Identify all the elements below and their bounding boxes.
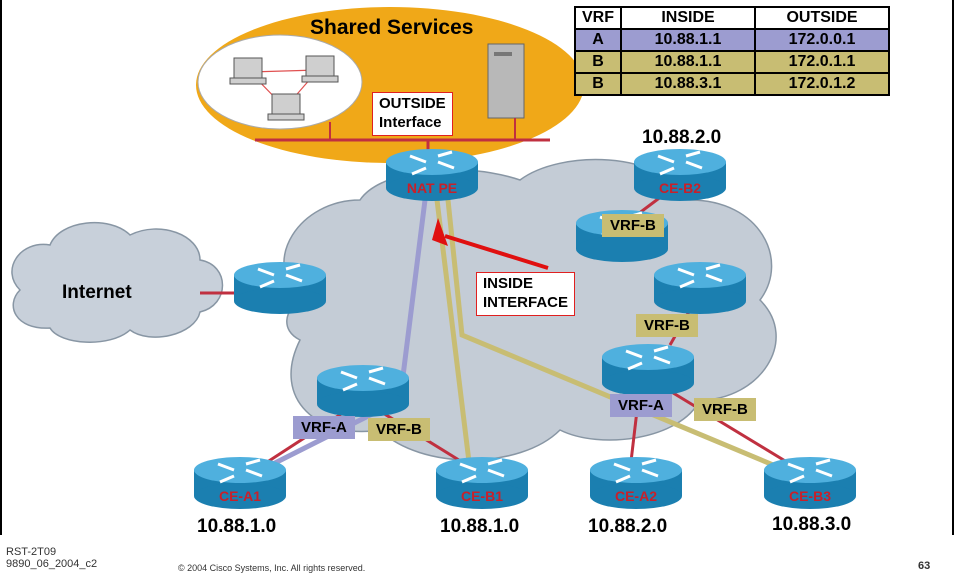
- table-row: B 10.88.1.1 172.0.1.1: [574, 50, 890, 74]
- footer-copyright: © 2004 Cisco Systems, Inc. All rights re…: [178, 563, 366, 573]
- router-pe-b-mid: [652, 260, 748, 316]
- internet-cloud: [11, 222, 224, 343]
- vrf-a-tag-right: VRF-A: [610, 394, 672, 417]
- cell-vrf: B: [574, 72, 622, 96]
- vrf-b-tag-right: VRF-B: [694, 398, 756, 421]
- cell-inside: 10.88.3.1: [620, 72, 756, 96]
- inside-label-line1: INSIDE: [483, 275, 534, 292]
- router-pe-left: [315, 363, 411, 419]
- cell-outside: 172.0.1.2: [754, 72, 890, 96]
- outside-label-line1: OUTSIDE: [379, 95, 446, 112]
- vrf-a-tag-left: VRF-A: [293, 416, 355, 439]
- vrf-b-tag-top: VRF-B: [602, 214, 664, 237]
- header-vrf: VRF: [574, 6, 622, 30]
- header-inside: INSIDE: [620, 6, 756, 30]
- footer-code: RST-2T09 9890_06_2004_c2: [6, 546, 97, 570]
- table-row: A 10.88.1.1 172.0.0.1: [574, 28, 890, 52]
- cell-outside: 172.0.1.1: [754, 50, 890, 74]
- table-row: B 10.88.3.1 172.0.1.2: [574, 72, 890, 96]
- router-pe-right: [600, 342, 696, 398]
- subnet-ce-a1: 10.88.1.0: [197, 516, 277, 537]
- nat-table-header: VRF INSIDE OUTSIDE: [574, 6, 890, 30]
- nat-table: VRF INSIDE OUTSIDE A 10.88.1.1 172.0.0.1…: [574, 6, 890, 96]
- subnet-ce-a2: 10.88.2.0: [588, 516, 668, 537]
- router-label-ce-b2: CE-B2: [658, 180, 701, 196]
- router-label-ce-a1: CE-A1: [218, 488, 261, 504]
- subnet-ce-b1: 10.88.1.0: [440, 516, 520, 537]
- header-outside: OUTSIDE: [754, 6, 890, 30]
- router-label-nat-pe: NAT PE: [406, 180, 458, 196]
- router-label-ce-b1: CE-B1: [460, 488, 503, 504]
- footer-code-line2: 9890_06_2004_c2: [6, 558, 98, 570]
- cell-inside: 10.88.1.1: [620, 28, 756, 52]
- subnet-top-right: 10.88.2.0: [642, 127, 722, 148]
- cell-vrf: A: [574, 28, 622, 52]
- router-label-ce-a2: CE-A2: [614, 488, 657, 504]
- outside-label-line2: Interface: [379, 113, 442, 131]
- subnet-ce-b3: 10.88.3.0: [772, 514, 852, 535]
- router-internet-pe: [232, 260, 328, 316]
- shared-services-title: Shared Services: [310, 16, 474, 39]
- footer-code-line1: RST-2T09: [6, 546, 57, 558]
- router-label-ce-b3: CE-B3: [788, 488, 831, 504]
- outside-interface-label: OUTSIDE Interface: [372, 92, 453, 136]
- frame-right: [952, 0, 954, 535]
- server-icon: [487, 43, 525, 119]
- cell-inside: 10.88.1.1: [620, 50, 756, 74]
- footer-page-number: 63: [918, 560, 931, 572]
- inside-interface-label: INSIDE INTERFACE: [476, 272, 576, 316]
- internet-label: Internet: [62, 282, 132, 303]
- vrf-b-tag-left: VRF-B: [368, 418, 430, 441]
- frame-left: [0, 0, 2, 535]
- cell-vrf: B: [574, 50, 622, 74]
- inside-label-line2: INTERFACE: [483, 293, 569, 311]
- cell-outside: 172.0.0.1: [754, 28, 890, 52]
- vrf-b-tag-mid: VRF-B: [636, 314, 698, 337]
